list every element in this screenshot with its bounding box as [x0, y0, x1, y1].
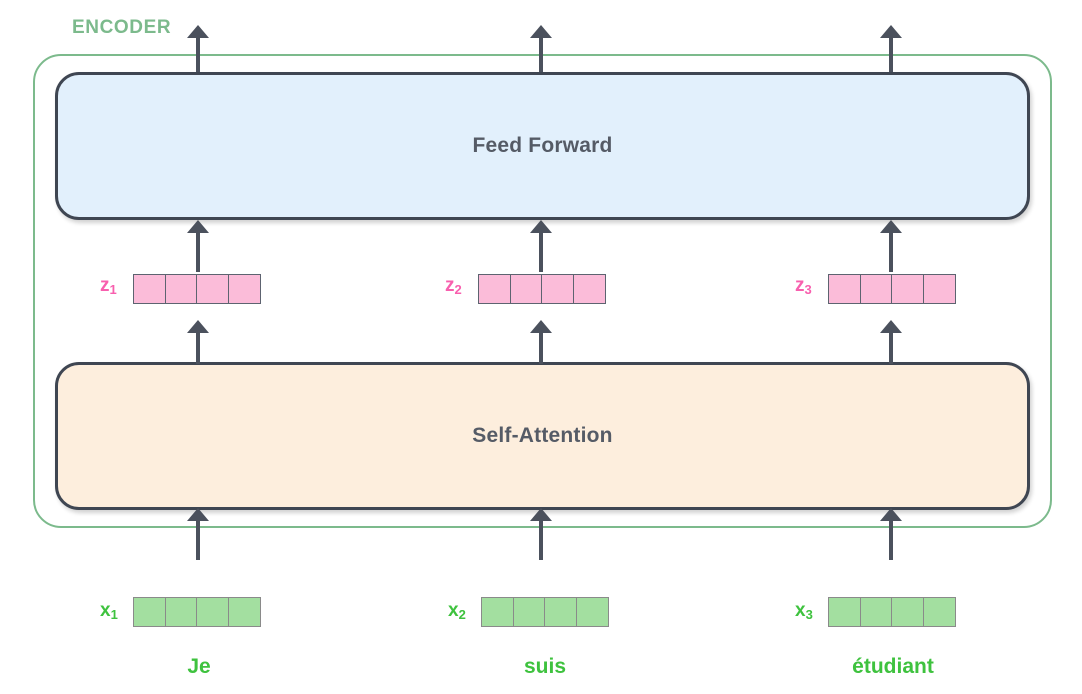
x-vector-label-2: x2	[448, 600, 466, 622]
z-vector-label-1: z1	[100, 275, 117, 297]
input-word-3: étudiant	[852, 655, 934, 678]
vector-cell	[164, 274, 198, 304]
feed-forward-block: Feed Forward	[55, 72, 1030, 220]
input-word-1: Je	[187, 655, 211, 678]
vector-cell	[575, 597, 609, 627]
vector-cell	[227, 597, 261, 627]
vector-cell	[478, 274, 511, 304]
vector-cell	[859, 597, 893, 627]
vector-cell	[196, 597, 229, 627]
z-vector-label-2: z2	[445, 275, 462, 297]
vector-cell	[891, 274, 924, 304]
x-vector-1	[133, 597, 261, 627]
x-vector-3	[828, 597, 956, 627]
vector-cell	[227, 274, 261, 304]
vector-cell	[828, 274, 861, 304]
x-vector-2	[481, 597, 609, 627]
vector-cell	[133, 274, 166, 304]
x-vector-label-1: x1	[100, 600, 118, 622]
self-attention-label: Self-Attention	[472, 424, 613, 447]
z-vector-1	[133, 274, 261, 304]
encoder-label: ENCODER	[72, 17, 172, 38]
z-vector-2	[478, 274, 606, 304]
vector-cell	[512, 597, 546, 627]
vector-cell	[828, 597, 861, 627]
input-word-2: suis	[523, 655, 567, 678]
arrowhead-icon	[880, 25, 902, 38]
vector-cell	[481, 597, 514, 627]
vector-cell	[859, 274, 893, 304]
vector-cell	[509, 274, 543, 304]
z-vector-3	[828, 274, 956, 304]
vector-cell	[891, 597, 924, 627]
vector-cell	[164, 597, 198, 627]
arrowhead-icon	[530, 25, 552, 38]
arrowhead-icon	[187, 25, 209, 38]
feed-forward-label: Feed Forward	[472, 134, 613, 157]
vector-cell	[541, 274, 574, 304]
z-vector-label-3: z3	[795, 275, 812, 297]
vector-cell	[196, 274, 229, 304]
vector-cell	[544, 597, 577, 627]
vector-cell	[572, 274, 606, 304]
vector-cell	[922, 274, 956, 304]
vector-cell	[133, 597, 166, 627]
self-attention-block: Self-Attention	[55, 362, 1030, 510]
x-vector-label-3: x3	[795, 600, 813, 622]
vector-cell	[922, 597, 956, 627]
